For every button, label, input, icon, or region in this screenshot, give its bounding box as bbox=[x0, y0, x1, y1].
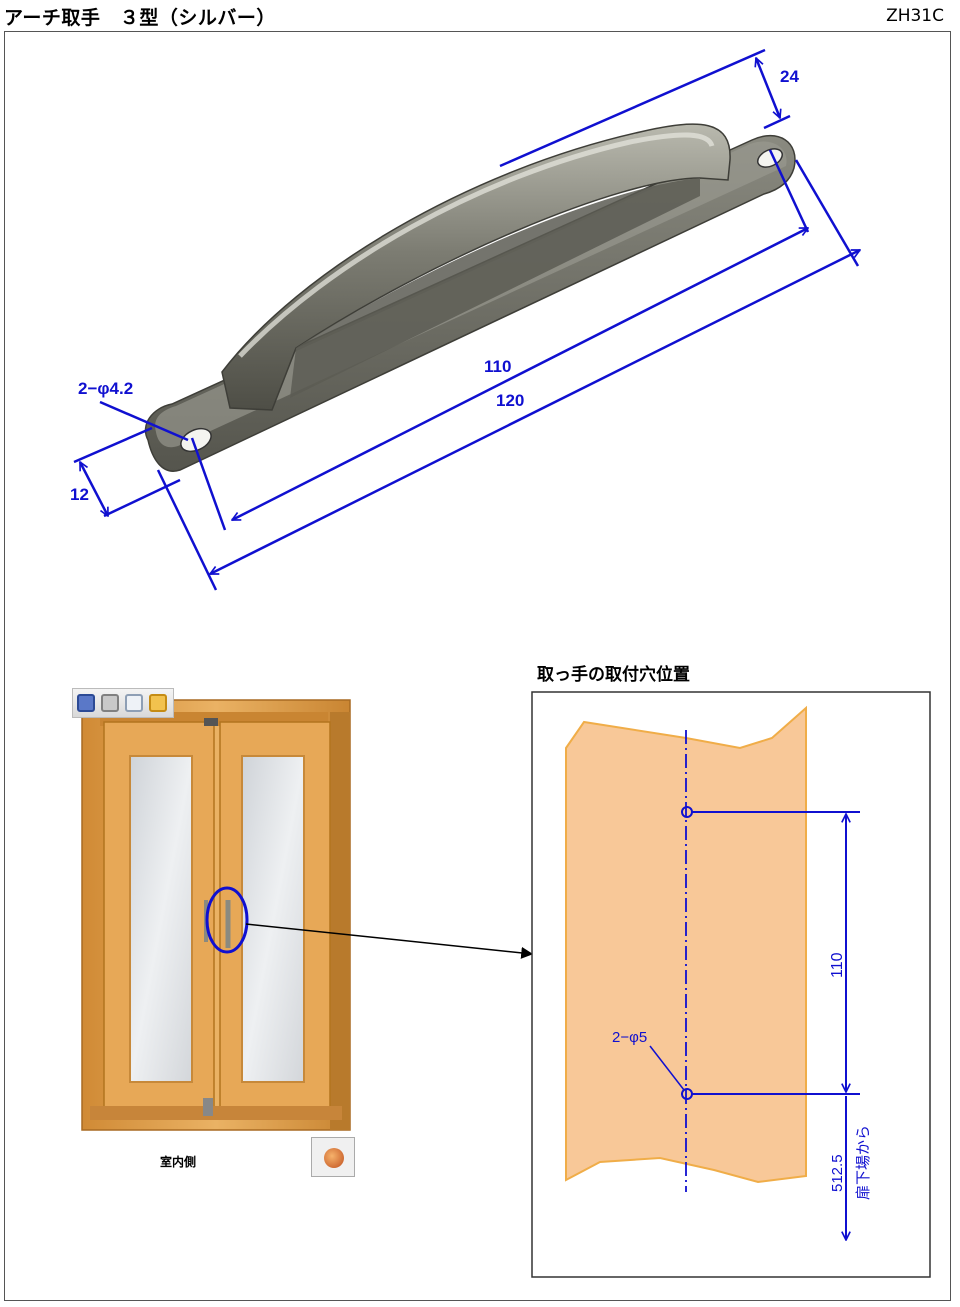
arch-handle bbox=[144, 123, 796, 472]
dim-120-extension-left bbox=[156, 469, 218, 591]
dim-120-label: 120 bbox=[496, 391, 524, 410]
dim-12-label: 12 bbox=[70, 485, 89, 504]
latch-bottom bbox=[203, 1098, 213, 1116]
viewer-toolbar bbox=[72, 688, 174, 718]
dim-12-extension-top bbox=[73, 426, 153, 464]
glass-right bbox=[241, 755, 305, 1083]
dim-24-extension-top bbox=[499, 48, 766, 168]
dim-120-arrow bbox=[210, 248, 860, 576]
dim-110-label: 110 bbox=[484, 357, 511, 376]
drawing-frame bbox=[4, 31, 951, 1301]
dim-12-arrow bbox=[78, 462, 110, 516]
hole-lower-leader bbox=[649, 1045, 685, 1091]
dim-24-label: 24 bbox=[780, 67, 799, 86]
handle-highlight-circle bbox=[205, 886, 249, 954]
save-icon[interactable] bbox=[77, 694, 95, 712]
page-title: アーチ取手 ３型（シルバー） bbox=[4, 7, 276, 29]
glass-left bbox=[129, 755, 193, 1083]
handle-dimensions bbox=[73, 48, 860, 591]
from-bottom-value: 512.5 bbox=[829, 1154, 846, 1192]
dim-110-extension-right bbox=[768, 149, 810, 233]
dim-24-arrow bbox=[756, 58, 780, 118]
pitch-label: 110 bbox=[829, 952, 846, 978]
product-code: ZH31C bbox=[886, 6, 944, 26]
panel-title: 取っ手の取付穴位置 bbox=[537, 665, 690, 685]
from-bottom-note: 扉下場から bbox=[855, 1125, 872, 1200]
hole-leader bbox=[99, 400, 189, 442]
sill bbox=[90, 1106, 342, 1120]
window-side-shadow bbox=[330, 712, 350, 1130]
mail-icon[interactable] bbox=[125, 694, 143, 712]
hinge-top bbox=[204, 718, 218, 726]
window-illustration bbox=[81, 699, 351, 1131]
window-caption: 室内側 bbox=[160, 1155, 197, 1169]
dim-24-extension-bottom bbox=[763, 114, 791, 130]
export-icon[interactable] bbox=[149, 694, 167, 712]
hole-size-label: 2−φ5 bbox=[612, 1029, 647, 1046]
print-icon[interactable] bbox=[101, 694, 119, 712]
expand-view-button[interactable] bbox=[311, 1137, 355, 1177]
dim-12-extension-bottom bbox=[103, 478, 181, 518]
dim-120-extension-right bbox=[794, 159, 860, 267]
hole-position-panel bbox=[531, 691, 931, 1278]
dim-hole-label: 2−φ4.2 bbox=[78, 379, 133, 398]
callout-arrow bbox=[245, 923, 534, 959]
